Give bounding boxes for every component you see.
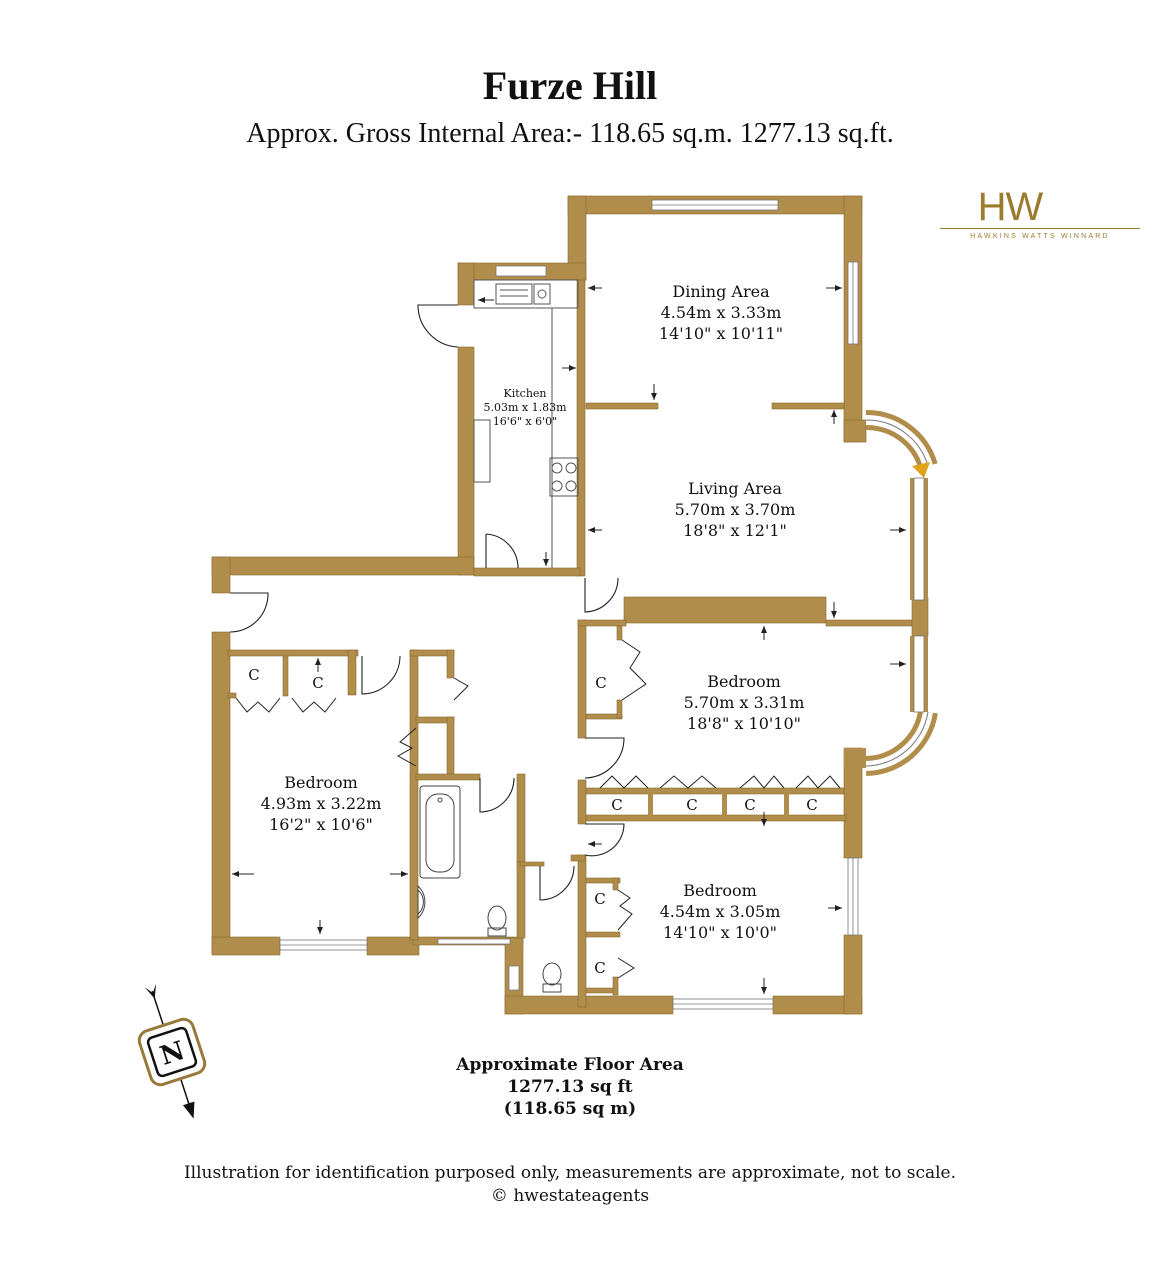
summary-sqm: (118.65 sq m) — [503, 1099, 637, 1119]
logo-tagline: HAWKINS WATTS WINNARD — [970, 233, 1110, 240]
page-title: Furze Hill — [482, 63, 658, 108]
cupboard-label: C — [594, 959, 605, 977]
room-label-bedroom-south: Bedroom 4.54m x 3.05m 14'10" x 10'0" — [660, 881, 781, 942]
logo-divider — [940, 228, 1140, 229]
cupboard-label: C — [744, 796, 755, 814]
cupboard-dividers — [648, 790, 789, 818]
room-label-kitchen: Kitchen 5.03m x 1.83m 16'6" x 6'0" — [483, 387, 567, 428]
bedroom-east-metric: 5.70m x 3.31m — [684, 693, 805, 712]
footer: Illustration for identification purposed… — [0, 1162, 1140, 1208]
bedroom-south-imperial: 14'10" x 10'0" — [663, 923, 777, 942]
kitchen-imperial: 16'6" x 6'0" — [493, 415, 557, 428]
cupboard-label: C — [595, 674, 606, 692]
logo-mark: HW — [977, 185, 1044, 229]
cupboard-label: C — [611, 796, 622, 814]
dimension-arrows — [232, 285, 906, 994]
cupboard-label: C — [312, 674, 323, 692]
bay-windows — [865, 409, 938, 776]
bay-corner-accent — [912, 462, 930, 478]
dining-name: Dining Area — [672, 282, 770, 301]
kitchen-name: Kitchen — [504, 387, 547, 400]
dining-metric: 4.54m x 3.33m — [661, 303, 782, 322]
gross-area-subtitle: Approx. Gross Internal Area:- 118.65 sq.… — [246, 118, 894, 149]
agency-logo: HW HAWKINS WATTS WINNARD — [940, 185, 1140, 245]
floor-area-summary: Approximate Floor Area 1277.13 sq ft (11… — [400, 1054, 740, 1120]
cupboard-doors — [235, 639, 841, 979]
cupboard-labels: C C C C C C C C C — [248, 666, 817, 977]
cupboard-label: C — [248, 666, 259, 684]
summary-sqft: 1277.13 sq ft — [507, 1077, 633, 1097]
kitchen-metric: 5.03m x 1.83m — [483, 401, 567, 414]
bedroom-west-imperial: 16'2" x 10'6" — [269, 815, 373, 834]
summary-heading: Approximate Floor Area — [456, 1055, 684, 1075]
windows — [279, 199, 859, 1010]
bathroom-fixtures — [417, 785, 562, 993]
copyright-text: © hwestateagents — [490, 1186, 650, 1206]
compass-arrow-icon — [182, 1101, 195, 1119]
living-name: Living Area — [688, 479, 782, 498]
bedroom-south-name: Bedroom — [683, 881, 757, 900]
bedroom-east-name: Bedroom — [707, 672, 781, 691]
cupboard-label: C — [686, 796, 697, 814]
doors — [229, 304, 625, 901]
room-label-living: Living Area 5.70m x 3.70m 18'8" x 12'1" — [675, 479, 796, 540]
cupboard-label: C — [594, 890, 605, 908]
compass-tail-icon — [144, 983, 157, 999]
room-label-bedroom-west: Bedroom 4.93m x 3.22m 16'2" x 10'6" — [261, 773, 382, 834]
living-imperial: 18'8" x 12'1" — [683, 521, 787, 540]
kitchen-fixtures — [473, 279, 579, 568]
bedroom-south-metric: 4.54m x 3.05m — [660, 902, 781, 921]
bedroom-east-imperial: 18'8" x 10'10" — [687, 714, 801, 733]
dining-imperial: 14'10" x 10'11" — [659, 324, 783, 343]
room-label-dining: Dining Area 4.54m x 3.33m 14'10" x 10'11… — [659, 282, 783, 343]
bedroom-west-metric: 4.93m x 3.22m — [261, 794, 382, 813]
living-metric: 5.70m x 3.70m — [675, 500, 796, 519]
room-label-bedroom-east: Bedroom 5.70m x 3.31m 18'8" x 10'10" — [684, 672, 805, 733]
cupboard-label: C — [806, 796, 817, 814]
compass: N — [137, 983, 207, 1119]
walls — [211, 195, 929, 1015]
bedroom-west-name: Bedroom — [284, 773, 358, 792]
disclaimer-text: Illustration for identification purposed… — [183, 1163, 957, 1183]
